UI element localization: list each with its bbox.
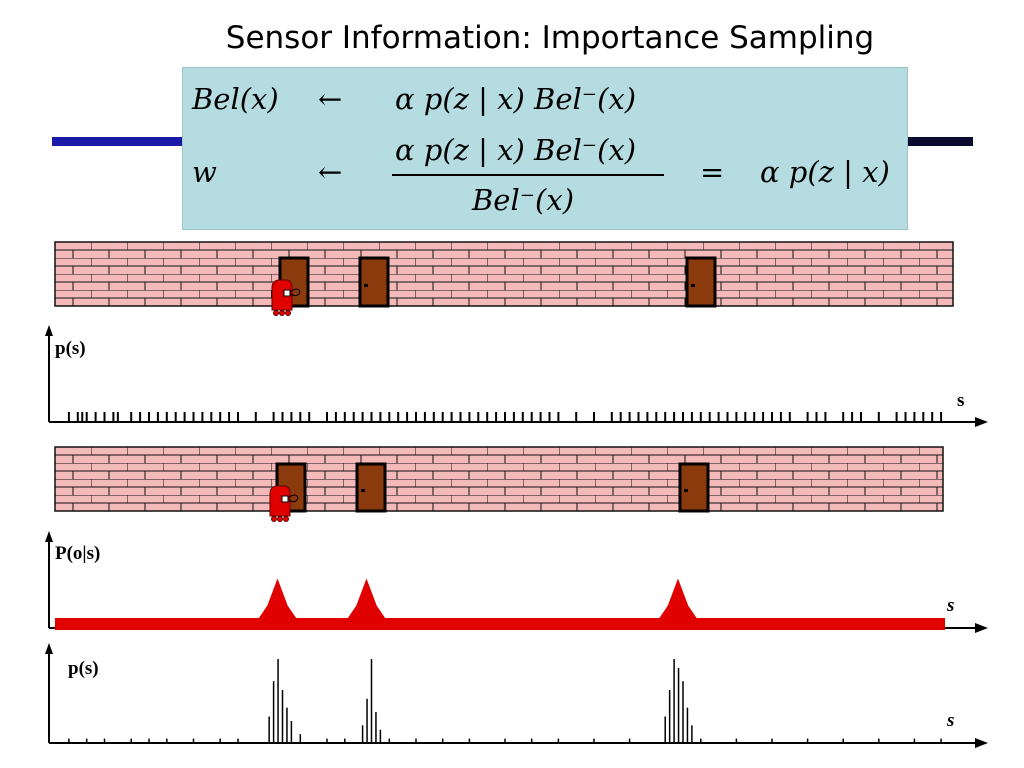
- door-5: [355, 462, 387, 513]
- eq1-arrow: ←: [318, 82, 343, 116]
- prior-xlabel: s: [957, 390, 965, 411]
- eq2-denominator: Bel⁻(x): [472, 183, 575, 217]
- equation-box: [182, 67, 908, 230]
- title-underline-left: [52, 137, 192, 146]
- posterior-axes: [45, 643, 988, 748]
- eq2-equals: =: [700, 155, 725, 189]
- door-2: [358, 256, 390, 308]
- eq2-lhs: w: [192, 155, 217, 189]
- eq2-arrow: ←: [318, 155, 343, 189]
- posterior-samples: [68, 659, 942, 743]
- prior-ylabel: p(s): [55, 338, 86, 359]
- eq2-numerator: α p(z | x) Bel⁻(x): [395, 133, 637, 167]
- eq2-result: α p(z | x): [760, 155, 890, 189]
- likelihood-xlabel: s: [947, 595, 955, 616]
- likelihood-area: [55, 582, 945, 630]
- likelihood-line: [55, 578, 945, 621]
- eq1-lhs: Bel(x): [192, 82, 279, 116]
- title-underline-right: [905, 137, 973, 146]
- robot-icon-2: [269, 485, 299, 522]
- fraction-line: [392, 174, 664, 176]
- robot-icon: [271, 279, 301, 316]
- eq1-rhs: α p(z | x) Bel⁻(x): [395, 82, 637, 116]
- likelihood-ylabel: P(o|s): [55, 543, 101, 564]
- brick-wall-top: [54, 241, 954, 308]
- door-3: [685, 256, 717, 308]
- prior-samples: [67, 412, 943, 422]
- likelihood-curve: [55, 578, 945, 630]
- posterior-xlabel: s: [947, 710, 955, 731]
- posterior-ylabel: p(s): [68, 658, 99, 679]
- door-6: [678, 462, 710, 513]
- slide-title: Sensor Information: Importance Sampling: [225, 20, 875, 56]
- brick-wall-bottom: [54, 446, 944, 513]
